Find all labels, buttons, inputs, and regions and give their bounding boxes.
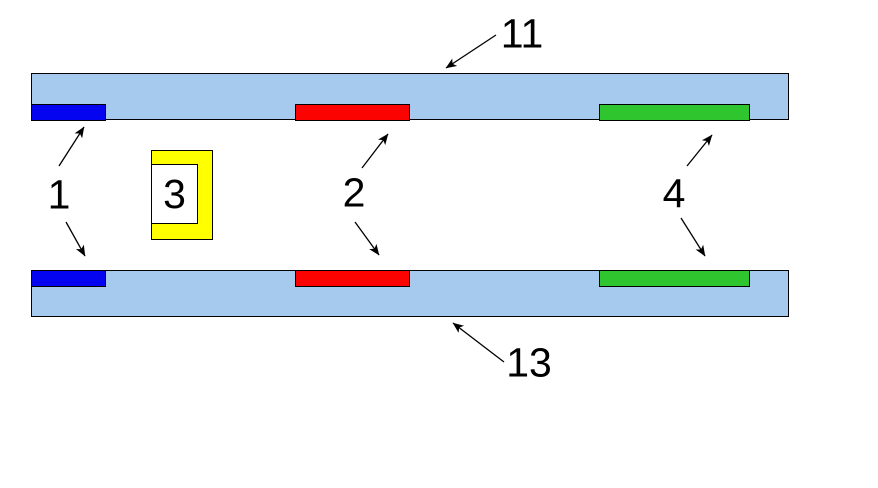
ref-label-11: 11 (500, 10, 544, 57)
leader-arrow-4-to-bottom-green-segment (680, 217, 706, 257)
leader-arrow-2-to-top-red-segment (361, 133, 389, 169)
blue-segment-bottom-plate (31, 270, 106, 287)
ref-label-1: 1 (47, 171, 71, 218)
ref-label-13: 13 (506, 339, 552, 386)
red-segment-bottom-plate (295, 270, 410, 287)
green-segment-top-plate (599, 104, 750, 121)
leader-arrow-2-to-bottom-red-segment (354, 221, 380, 256)
leader-arrow-13-to-bottom-plate (452, 322, 505, 363)
ref-label-3: 3 (163, 170, 186, 217)
top-plate (31, 73, 789, 120)
bracket-opening: 3 (152, 164, 198, 224)
ref-label-4: 4 (662, 170, 686, 217)
green-segment-bottom-plate (599, 270, 750, 287)
blue-segment-top-plate (31, 104, 106, 121)
leader-arrow-1-to-bottom-blue-segment (65, 221, 86, 257)
red-segment-top-plate (295, 104, 410, 121)
leader-arrow-11-to-top-plate (445, 34, 497, 69)
leader-arrow-4-to-top-green-segment (686, 134, 713, 167)
yellow-bracket: 3 (151, 150, 213, 240)
leader-arrow-1-to-top-blue-segment (58, 126, 85, 167)
ref-label-2: 2 (342, 169, 366, 216)
